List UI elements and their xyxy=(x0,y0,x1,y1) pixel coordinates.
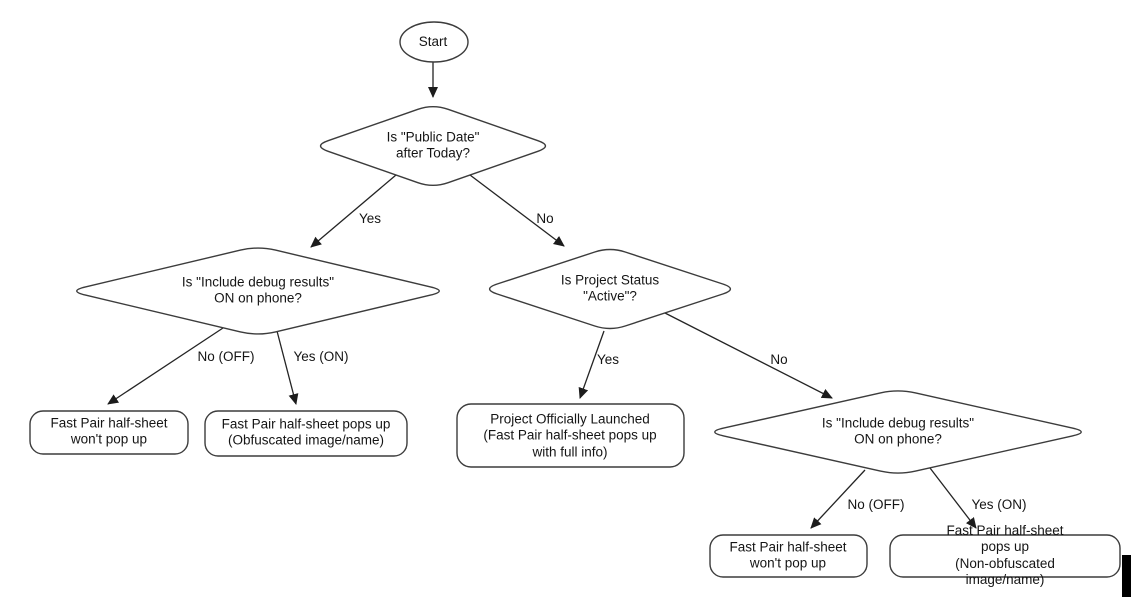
edge-no-off-to-no-popup-right xyxy=(810,469,866,529)
outcome-no-popup-right-shape xyxy=(709,534,868,578)
decision-public-date-shape xyxy=(319,105,547,187)
decision-project-status-shape xyxy=(488,248,732,330)
outcome-launched-shape xyxy=(456,403,685,468)
text-cursor-artifact xyxy=(1122,555,1131,597)
outcome-non-obfuscated-shape xyxy=(889,534,1121,578)
decision-debug-right-shape xyxy=(714,390,1082,474)
edge-no-to-project-status xyxy=(469,174,565,247)
edge-no-off-to-no-popup-left xyxy=(107,327,224,405)
start-node-shape xyxy=(399,21,469,63)
edge-yes-to-launched xyxy=(578,330,605,399)
outcome-obfuscated-shape xyxy=(204,410,408,457)
decision-debug-left-shape xyxy=(76,247,440,335)
edge-yes-on-to-non-obfuscated xyxy=(929,467,977,529)
outcome-no-popup-left-shape xyxy=(29,410,189,455)
edge-yes-on-to-obfuscated xyxy=(276,330,299,405)
edge-no-to-debug-right xyxy=(664,312,833,399)
edge-yes-to-debug-left xyxy=(310,174,397,248)
